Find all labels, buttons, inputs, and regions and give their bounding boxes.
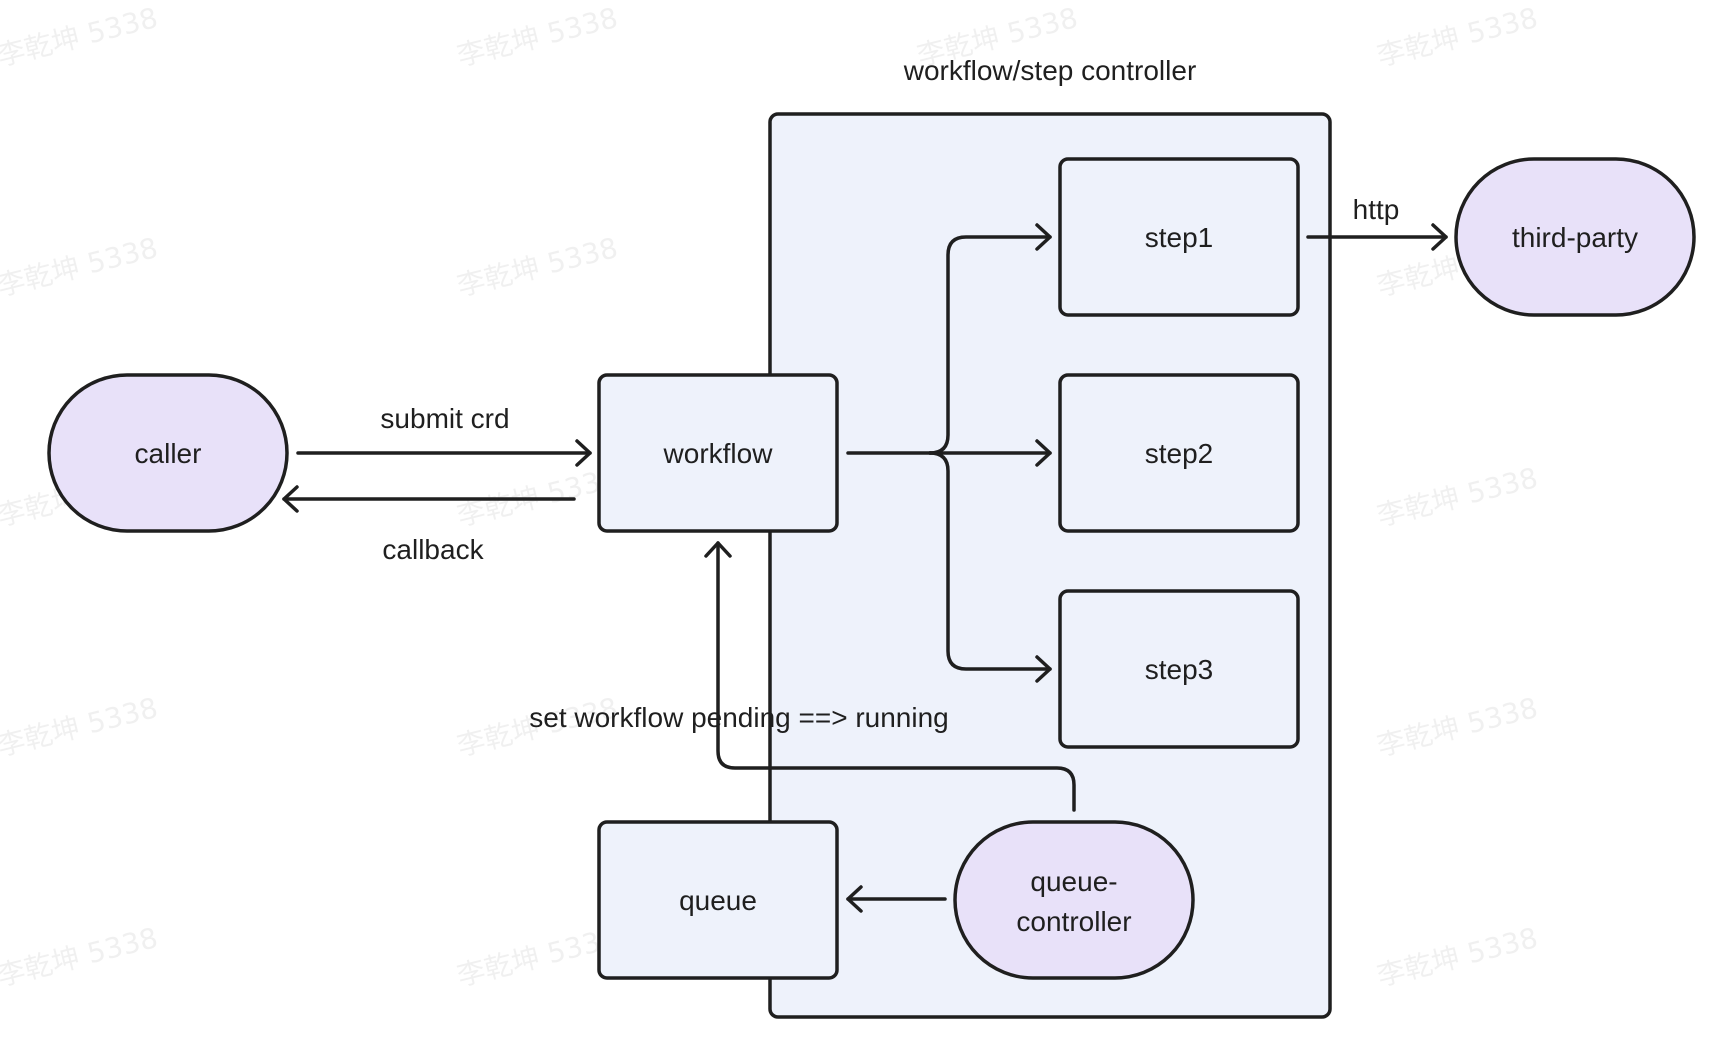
workflow-step-controller-container	[768, 112, 1332, 1019]
http-arrowhead	[1431, 223, 1448, 251]
watermark: 李乾坤 5338	[1374, 691, 1541, 763]
queue-controller-label-line1: queue-	[1030, 866, 1117, 897]
workflow-to-step3-arrowhead	[1035, 655, 1052, 683]
http-label: http	[1353, 194, 1400, 225]
watermark: 李乾坤 5338	[454, 231, 621, 303]
callback-arrowhead	[282, 485, 299, 513]
workflow-shape	[597, 373, 839, 533]
step3-node[interactable]: step3	[1058, 589, 1300, 749]
step3-shape	[1058, 589, 1300, 749]
edge-workflow-to-steps[interactable]	[846, 223, 1052, 683]
watermark: 李乾坤 5338	[0, 231, 161, 303]
queue-controller-shape	[953, 820, 1195, 980]
submit-crd-arrowhead	[575, 439, 592, 467]
edge-callback[interactable]	[282, 485, 576, 513]
watermark: 李乾坤 5338	[0, 1, 161, 73]
workflow-to-step1-line	[928, 235, 1052, 455]
caller-label: caller	[135, 438, 202, 469]
caller-node[interactable]: caller	[47, 373, 289, 533]
queue-shape	[597, 820, 839, 980]
watermark: 李乾坤 5338	[454, 461, 621, 533]
workflow-to-step3-line	[928, 451, 1052, 671]
submit-crd-label: submit crd	[380, 403, 509, 434]
workflow-node[interactable]: workflow	[597, 373, 839, 533]
step2-label: step2	[1145, 438, 1214, 469]
queue-node[interactable]: queue	[597, 820, 839, 980]
edge-http[interactable]	[1306, 223, 1448, 251]
edge-queue-controller-to-queue[interactable]	[846, 885, 947, 913]
edge-set-pending-running[interactable]	[704, 541, 1076, 812]
step3-label: step3	[1145, 654, 1214, 685]
step1-label: step1	[1145, 222, 1214, 253]
watermark: 李乾坤 5338	[1374, 461, 1541, 533]
watermark: 李乾坤 5338	[1374, 921, 1541, 993]
callback-label: callback	[382, 534, 484, 565]
step1-node[interactable]: step1	[1058, 157, 1300, 317]
queue-controller-to-queue-arrowhead	[846, 885, 863, 913]
third-party-node[interactable]: third-party	[1454, 157, 1696, 317]
step1-shape	[1058, 157, 1300, 317]
third-party-label: third-party	[1512, 222, 1638, 253]
container-title: workflow/step controller	[903, 55, 1197, 86]
workflow-label: workflow	[663, 438, 774, 469]
edge-submit-crd[interactable]	[296, 439, 592, 467]
workflow-to-step2-arrowhead	[1035, 439, 1052, 467]
third-party-shape	[1454, 157, 1696, 317]
watermark: 李乾坤 5338	[0, 921, 161, 993]
queue-controller-node[interactable]: queue- controller	[953, 820, 1195, 980]
watermark: 李乾坤 5338	[454, 1, 621, 73]
set-pending-running-line	[716, 541, 1076, 812]
queue-label: queue	[679, 885, 757, 916]
set-pending-running-arrowhead	[704, 541, 732, 558]
step2-shape	[1058, 373, 1300, 533]
watermark: 李乾坤 5338	[1374, 1, 1541, 73]
watermark: 李乾坤 5338	[0, 691, 161, 763]
caller-shape	[47, 373, 289, 533]
set-pending-running-label: set workflow pending ==> running	[529, 702, 949, 733]
queue-controller-label-line2: controller	[1016, 906, 1131, 937]
workflow-to-step1-arrowhead	[1035, 223, 1052, 251]
watermark: 李乾坤 5338	[454, 921, 621, 993]
step2-node[interactable]: step2	[1058, 373, 1300, 533]
